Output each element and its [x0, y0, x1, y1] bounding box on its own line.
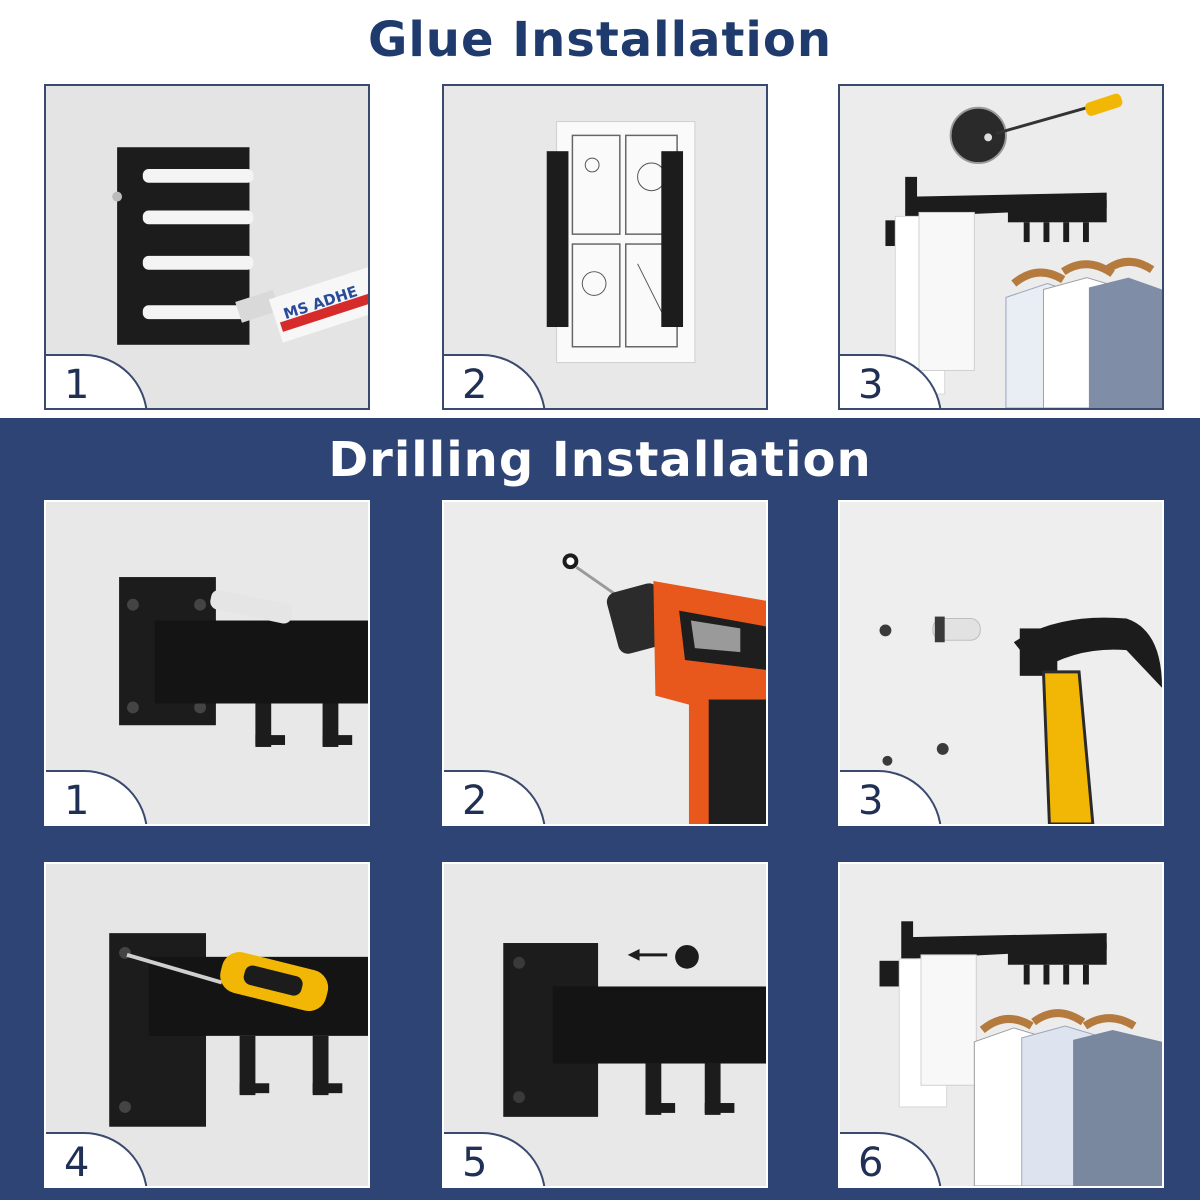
drilling-installation-title: Drilling Installation	[328, 432, 872, 488]
sticker-template-icon	[444, 86, 766, 408]
screw-closeup-icon	[949, 106, 1007, 165]
drilling-step-5-panel: 5	[442, 862, 768, 1188]
step-number: 5	[462, 1140, 488, 1186]
screwdriver-icon	[46, 864, 368, 1186]
glue-installation-title: Glue Installation	[367, 12, 833, 68]
screwdriver-icon	[995, 106, 1088, 135]
installed-rack-icon	[840, 86, 1162, 408]
step-number-badge: 2	[444, 770, 546, 824]
wall-plug-icon	[46, 502, 368, 824]
drilling-step-1-panel: 1	[44, 500, 370, 826]
shirts-icon	[973, 1009, 1162, 1186]
glue-step-2-panel: 2	[442, 84, 768, 410]
step-number: 4	[64, 1140, 90, 1186]
power-drill-icon	[444, 502, 766, 824]
step-number: 1	[64, 362, 90, 408]
glue-step-3-panel: 3	[838, 84, 1164, 410]
installed-rack-icon	[840, 864, 1162, 1186]
step-number: 3	[858, 362, 884, 408]
shirts-icon	[1005, 257, 1162, 408]
step-number: 2	[462, 362, 488, 408]
step-number-badge: 2	[444, 354, 546, 408]
glue-step-1-panel: MS ADHE 1	[44, 84, 370, 410]
drilling-step-6-panel: 6	[838, 862, 1164, 1188]
step-number: 2	[462, 778, 488, 824]
hammer-icon	[840, 502, 1162, 824]
step-number: 1	[64, 778, 90, 824]
drilling-step-4-panel: 4	[44, 862, 370, 1188]
step-number-badge: 3	[840, 354, 942, 408]
screw-cap-icon	[444, 864, 766, 1186]
step-number: 6	[858, 1140, 884, 1186]
step-number: 3	[858, 778, 884, 824]
drilling-step-2-panel: 2	[442, 500, 768, 826]
drilling-step-3-panel: 3	[838, 500, 1164, 826]
drilling-section: Drilling Installation 1	[0, 418, 1200, 1200]
step-number-badge: 1	[46, 354, 148, 408]
glue-section: Glue Installation MS ADHE 1	[0, 0, 1200, 418]
adhesive-backplate-icon: MS ADHE	[46, 86, 368, 408]
